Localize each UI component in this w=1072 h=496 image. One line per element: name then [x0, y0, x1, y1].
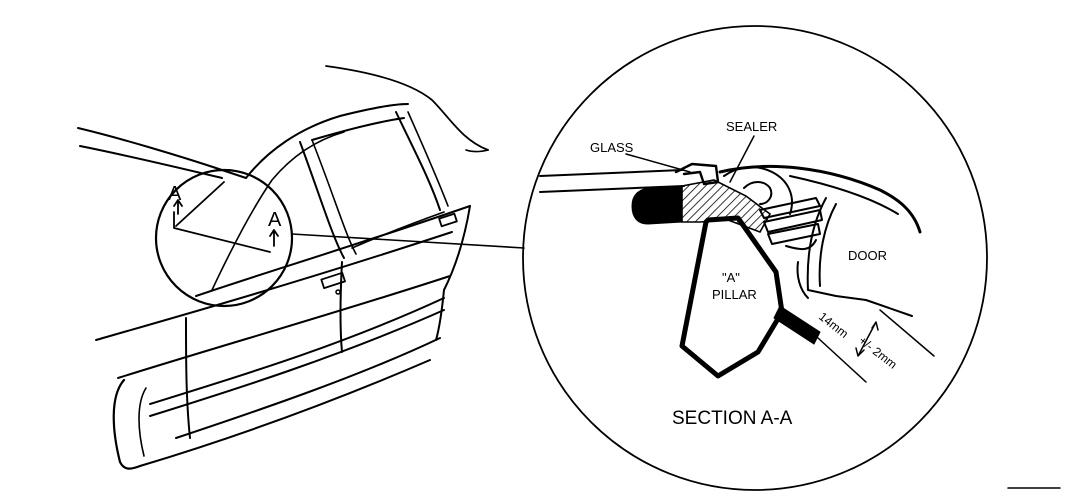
- section-cut-line: [173, 211, 271, 253]
- section-marker-left: A: [168, 183, 182, 205]
- dimension-arrow: [855, 321, 879, 357]
- sealer-region: [681, 179, 772, 233]
- section-detail: GLASS SEALER DOOR "A" PILLAR 14mm +/- 2m…: [522, 25, 988, 491]
- door-lock: [335, 289, 341, 295]
- rear-window-top: [311, 117, 405, 141]
- section-arrow-left: [173, 199, 183, 215]
- sealer-leader: [729, 135, 755, 183]
- pillar-flange: [773, 305, 821, 345]
- front-window-frame: [299, 141, 345, 259]
- label-dimension-main: 14mm: [816, 309, 851, 341]
- door-frame-edge: [806, 197, 913, 317]
- label-sealer: SEALER: [726, 119, 777, 134]
- rocker-line: [175, 337, 441, 439]
- a-pillar-inner: [211, 131, 345, 291]
- front-bumper: [112, 378, 142, 470]
- front-door-handle: [320, 271, 346, 290]
- rear-body: [435, 289, 445, 341]
- dimension-ext-line-1: [817, 337, 867, 383]
- side-line-1: [95, 231, 453, 341]
- section-arrow-right: [269, 229, 279, 247]
- a-pillar-outer: [245, 103, 409, 179]
- door-frame-edge-2: [818, 203, 837, 287]
- door-outer-panel: [718, 164, 922, 234]
- reveal-molding: [674, 162, 720, 186]
- label-pillar-line1: "A": [722, 270, 740, 285]
- dimension-ext-line-2: [879, 309, 935, 357]
- rear-door-handle: [438, 212, 458, 228]
- roof-line: [325, 65, 489, 151]
- cowl-line: [221, 169, 247, 179]
- front-door-front-edge: [185, 317, 191, 439]
- section-title: SECTION A-A: [672, 408, 793, 429]
- side-line-2: [117, 275, 451, 379]
- front-bumper-inner: [138, 387, 147, 457]
- label-dimension-tolerance: +/- 2mm: [856, 333, 900, 371]
- leader-line: [291, 233, 525, 249]
- glass-edge-urethane: [631, 185, 683, 225]
- side-molding-upper: [149, 297, 445, 405]
- rear-window-post: [395, 111, 441, 211]
- door-seam: [339, 261, 343, 353]
- section-circle-outline: [522, 25, 988, 491]
- detail-circle-outline: [154, 168, 294, 308]
- car-outline: [77, 65, 489, 470]
- section-marker-right: A: [268, 209, 282, 231]
- door-outer-panel-inner: [789, 175, 899, 215]
- weatherstrip-seals: [723, 166, 823, 299]
- label-pillar-line2: PILLAR: [712, 287, 757, 302]
- detail-circle-small: A A: [154, 168, 294, 308]
- bumper-bottom: [139, 359, 431, 467]
- a-pillar-body: [679, 215, 785, 379]
- side-molding-lower: [149, 309, 445, 417]
- section-cut-line-2: [175, 181, 225, 227]
- label-door: DOOR: [848, 248, 887, 263]
- hood-line-upper: [77, 127, 223, 171]
- roof-rear-edge: [465, 149, 489, 153]
- rear-quarter: [443, 205, 471, 291]
- rear-window-post-2: [407, 111, 449, 207]
- label-glass: GLASS: [590, 140, 634, 155]
- belt-line: [195, 205, 471, 297]
- hood-line-lower: [79, 145, 223, 179]
